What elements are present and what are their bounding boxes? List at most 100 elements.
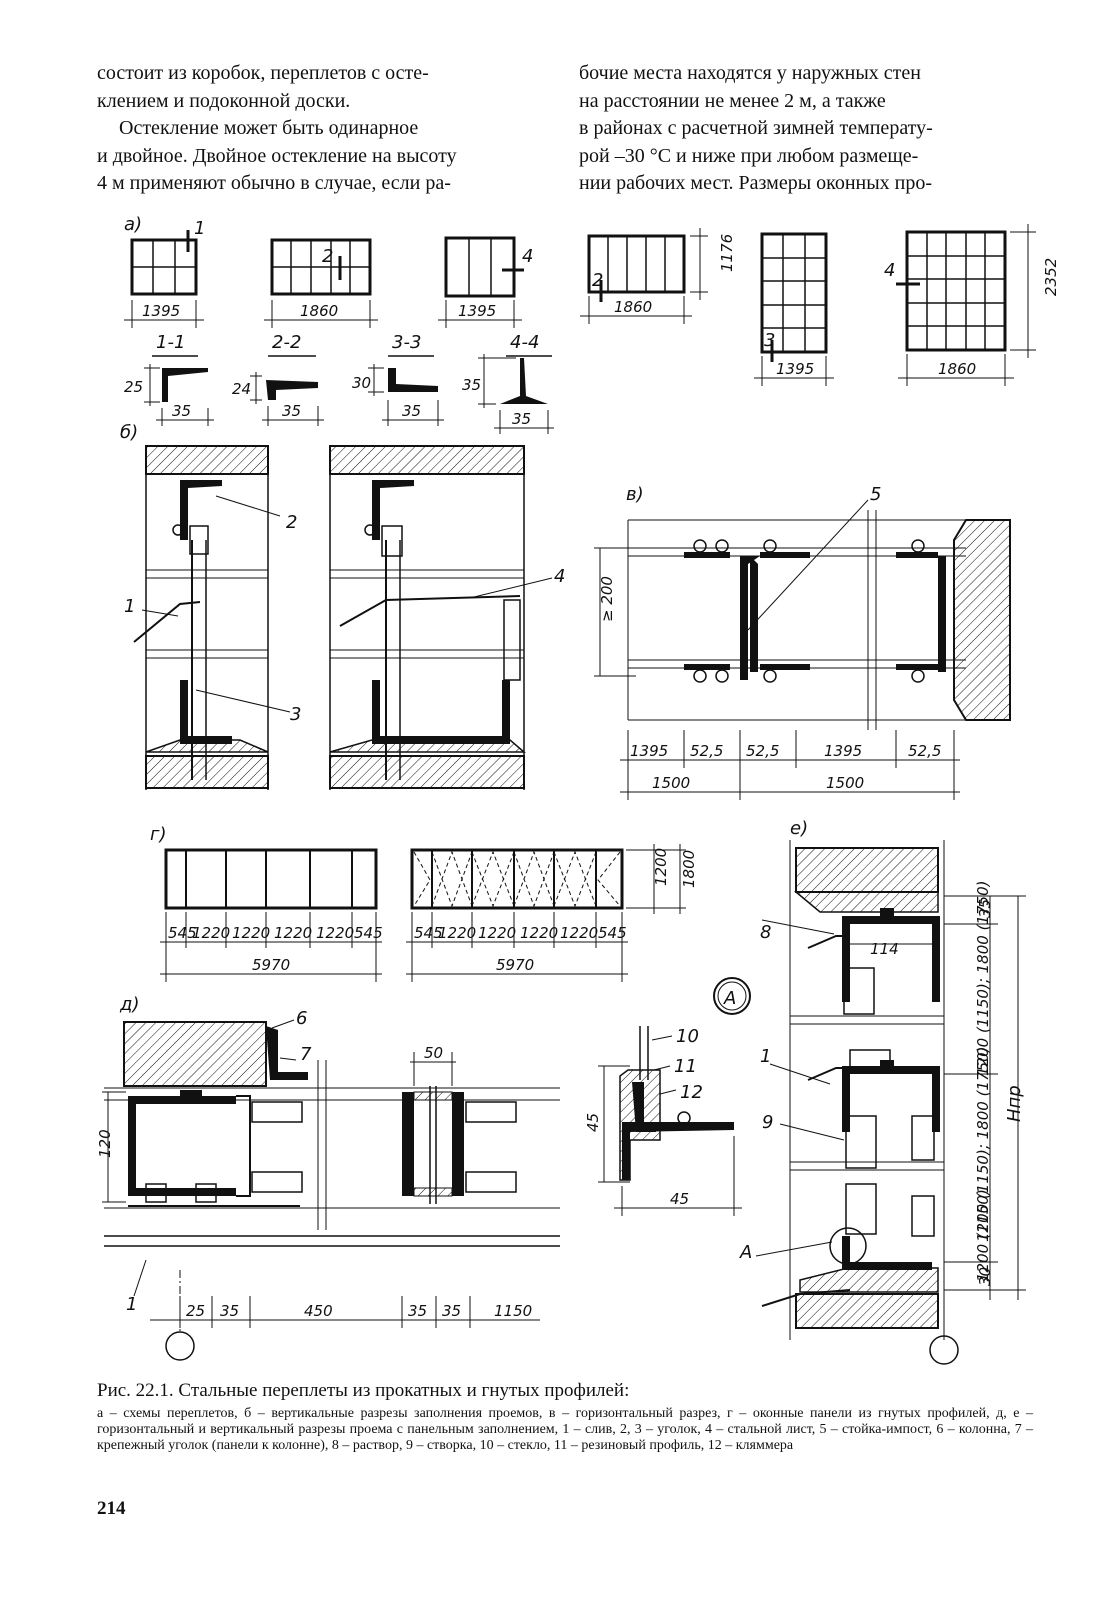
dim-label: 35: [442, 1302, 461, 1320]
callout-10: 10: [676, 1026, 699, 1047]
dim-label: 45: [670, 1190, 689, 1208]
label-part-b: б): [120, 422, 138, 443]
dim-label: 1200 (1150): [974, 1189, 992, 1282]
part-e-labels: е) 8 1 9 A 114 35 1200 (1150); 1800 (175…: [739, 818, 1025, 1286]
callout-1: 1: [124, 596, 135, 617]
detail-a-labels: A 10 11 12 45 45: [584, 988, 736, 1208]
dim-label: 1500: [652, 774, 690, 792]
dim-label: 25: [186, 1302, 205, 1320]
dim-label: 1220: [316, 924, 354, 942]
dim-label: 2352: [1042, 258, 1060, 296]
callout-12: 12: [680, 1082, 703, 1103]
part-v-section: [594, 499, 1011, 800]
dim-label: 1220: [560, 924, 598, 942]
dim-label: Hпр: [1004, 1085, 1025, 1122]
dim-label: 1395: [630, 742, 668, 760]
dim-label: 545: [354, 924, 383, 942]
part-d-labels: д) 6 7 1 120 50 25 35 450 35 35 1150: [96, 994, 532, 1320]
callout-2: 2: [286, 512, 297, 533]
callout-1: 1: [760, 1046, 771, 1067]
part-b-sections: [133, 445, 553, 790]
text-line: бочие места находятся у наружных стен: [579, 62, 921, 84]
dim-label: 35: [172, 402, 191, 420]
section-label: 4-4: [510, 332, 539, 353]
callout-3: 3: [290, 704, 301, 725]
callout-11: 11: [674, 1056, 697, 1077]
text-line: на расстоянии не менее 2 м, а также: [579, 89, 886, 112]
callout-6: 6: [296, 1008, 307, 1029]
dim-label: 25: [124, 378, 143, 396]
part-v-labels: в) 5 ≥ 200 1395 52,5 52,5 1395 52,5 1500…: [598, 484, 941, 792]
dim-label: 35: [512, 410, 531, 428]
text-line: в районах с расчетной зимней температу-: [579, 117, 933, 139]
dim-label: 1220: [478, 924, 516, 942]
dim-label: 1200 (1150); 1800 (1750): [974, 1047, 992, 1242]
dim-label: 52,5: [690, 742, 723, 760]
part-a-labels: а) 1 2 4 2 3 4 1395 1860 1395 1860 1176 …: [124, 214, 1060, 428]
dim-label: 1220: [274, 924, 312, 942]
dim-label: 35: [462, 376, 481, 394]
dim-label: 1220: [192, 924, 230, 942]
text-line: нии рабочих мест. Размеры оконных про-: [579, 172, 933, 194]
dim-label: 120: [96, 1129, 114, 1158]
callout-9: 9: [762, 1112, 773, 1133]
dim-label: 35: [282, 402, 301, 420]
dim-label: 5970: [496, 956, 534, 974]
dim-label: 35: [402, 402, 421, 420]
dim-label: 114: [870, 940, 899, 958]
part-g-panels: [160, 844, 686, 982]
dim-label: 1395: [776, 360, 814, 378]
dim-label: 545: [598, 924, 627, 942]
label-part-d: д): [119, 994, 139, 1015]
callout-5: 5: [870, 484, 881, 505]
section-label: 1-1: [156, 332, 185, 353]
callout-1: 1: [126, 1294, 137, 1315]
dim-label: 1176: [718, 234, 736, 272]
detail-marker-a: A: [739, 1242, 752, 1263]
dim-label: 1395: [142, 302, 180, 320]
callout-4: 4: [554, 566, 565, 587]
text-line: клением и подоконной доски.: [97, 89, 351, 112]
dim-label: 1860: [300, 302, 338, 320]
dim-label: 1220: [232, 924, 270, 942]
figure-caption: Рис. 22.1. Стальные переплеты из прокатн…: [97, 1380, 1033, 1454]
caption-title: Рис. 22.1. Стальные переплеты из прокатн…: [97, 1380, 630, 1401]
dim-label: 1150: [494, 1302, 532, 1320]
dim-label: 45: [584, 1113, 602, 1132]
part-g-labels: г) 545 1220 1220 1220 1220 545 545 1220 …: [150, 824, 698, 974]
dim-label: 1860: [938, 360, 976, 378]
part-b-labels: б) 2 1 3 4: [120, 422, 565, 725]
text-line: состоит из коробок, переплетов с осте-: [97, 62, 429, 84]
part-d-section: [102, 1019, 560, 1361]
callout-1: 1: [194, 218, 205, 239]
label-part-g: г): [150, 824, 166, 845]
dim-label: 1220: [520, 924, 558, 942]
dim-label: 52,5: [746, 742, 779, 760]
dim-label: 30: [976, 1267, 994, 1286]
text-line: и двойное. Двойное остекление на высоту: [97, 144, 457, 167]
text-line: 4 м применяют обычно в случае, если ра-: [97, 172, 451, 194]
caption-body: а – схемы переплетов, б – вертикальные р…: [97, 1406, 1033, 1453]
dim-label: 1860: [614, 298, 652, 316]
dim-label: 1200 (1150); 1800 (1750): [974, 881, 992, 1076]
dim-label: 1200: [652, 848, 670, 886]
dim-label: 545: [168, 924, 197, 942]
detail-marker-a: A: [723, 988, 736, 1009]
dim-label: 1395: [458, 302, 496, 320]
callout-2: 2: [322, 246, 333, 267]
callout-7: 7: [300, 1044, 312, 1065]
page-number: 214: [97, 1498, 126, 1519]
dim-label: ≥ 200: [598, 576, 616, 622]
callout-3: 3: [764, 330, 775, 351]
dim-label: 1220: [438, 924, 476, 942]
part-e-section: [755, 840, 1026, 1365]
callout-2: 2: [592, 270, 603, 291]
dim-label: 50: [424, 1044, 443, 1062]
dim-label: 545: [414, 924, 443, 942]
detail-a: [598, 977, 751, 1216]
dim-label: 52,5: [908, 742, 941, 760]
dim-label: 450: [304, 1302, 333, 1320]
dim-label: 1800: [680, 850, 698, 888]
